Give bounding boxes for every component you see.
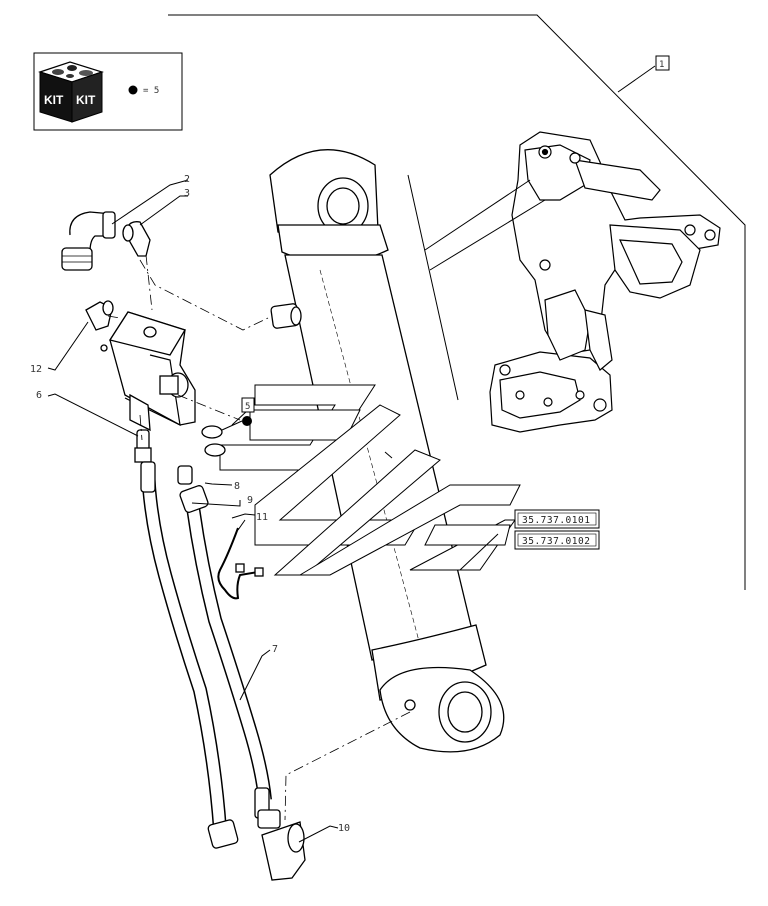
adapter-fitting-8 — [177, 465, 193, 485]
reference-0101[interactable]: 35.737.0101 — [514, 509, 600, 529]
elbow-fitting-10 — [257, 809, 306, 881]
o-ring-5 — [201, 425, 226, 457]
reference-0102[interactable]: 35.737.0102 — [514, 530, 600, 550]
callout-2: 2 — [184, 174, 190, 185]
kit-dot-icon — [242, 416, 252, 426]
valve-block — [100, 311, 196, 432]
adapter-fitting-6 — [134, 429, 152, 463]
hydraulic-cylinder — [269, 149, 505, 753]
backhoe-machine — [489, 131, 721, 433]
kit-dot-icon — [128, 85, 138, 95]
callout-3: 3 — [184, 188, 190, 199]
elbow-fitting-12 — [85, 300, 114, 331]
callout-9: 9 — [247, 495, 253, 506]
assembly-lines — [107, 254, 411, 821]
callout-6: 6 — [36, 390, 42, 401]
wire-harness — [217, 527, 264, 600]
kit-legend-text: = 5 — [143, 86, 159, 96]
kit-icon: KIT KIT — [38, 61, 104, 123]
callout-8: 8 — [234, 481, 240, 492]
elbow-fitting-2 — [61, 211, 116, 271]
reference-0101-text: 35.737.0101 — [522, 515, 590, 526]
elbow-fitting-3 — [122, 221, 151, 257]
hose-9 — [179, 485, 272, 819]
reference-0102-text: 35.737.0102 — [522, 536, 590, 547]
callout-leaders — [47, 321, 339, 843]
callout-12: 12 — [30, 364, 42, 375]
callout-7: 7 — [272, 644, 278, 655]
section-reference-arrows — [219, 384, 521, 576]
kit-legend: KIT KIT = 5 — [33, 52, 183, 131]
callout-11: 11 — [256, 512, 268, 523]
callout-5: 5 — [245, 402, 250, 412]
assembly-leader: 1 — [168, 14, 746, 590]
kit-label-right: KIT — [76, 93, 96, 107]
kit-label-left: KIT — [44, 93, 64, 107]
hose-7 — [140, 461, 239, 849]
callout-1: 1 — [659, 60, 664, 70]
callout-10: 10 — [338, 823, 350, 834]
